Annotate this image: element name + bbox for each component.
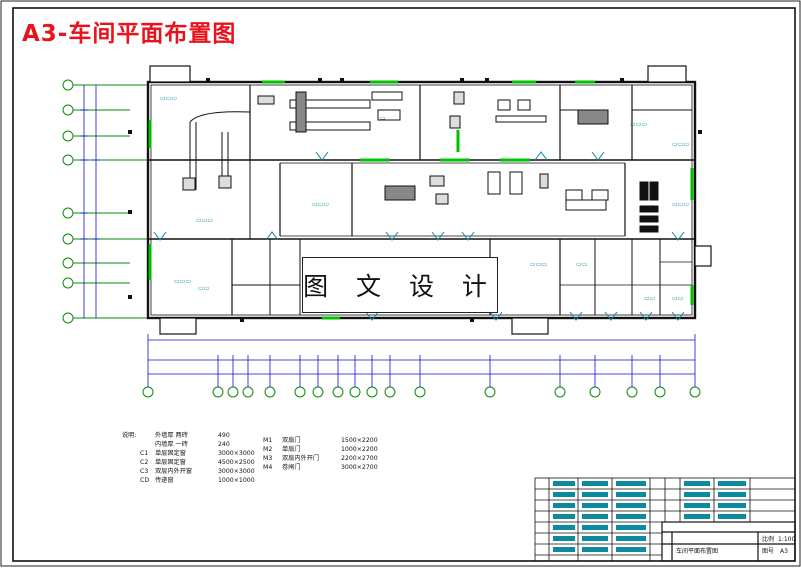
title-block-sheet-value: A3 bbox=[780, 548, 788, 555]
door-row-1-value: 1500×2200 bbox=[341, 437, 378, 444]
title-block-scale-label: 比例 bbox=[762, 535, 774, 543]
wall-windows bbox=[128, 78, 702, 322]
svg-text:▭▭▭: ▭▭▭ bbox=[530, 261, 547, 268]
note-row-5: 双层内外开窗 bbox=[155, 467, 192, 475]
door-row-3-value: 2200×2700 bbox=[341, 455, 378, 462]
title-block-scale-value: 1:100 bbox=[778, 536, 795, 543]
note-row-4-value: 4500×2500 bbox=[218, 459, 255, 466]
note-row-2: 内墙厚 一砖 bbox=[155, 440, 188, 448]
title-block bbox=[661, 521, 796, 562]
note-row-5-code: C3 bbox=[140, 468, 148, 475]
building-walls bbox=[146, 80, 697, 320]
notes-block: 说明: 外墙厚 两砖 490 内墙厚 一砖 240 C1 单层固定窗 3000×… bbox=[122, 431, 378, 484]
notes-heading: 说明: bbox=[122, 431, 136, 439]
note-row-6-value: 1000×1000 bbox=[218, 477, 255, 484]
sheet-inner-border bbox=[12, 7, 796, 562]
door-row-4-code: M4 bbox=[263, 464, 272, 471]
note-row-3: 单层固定窗 bbox=[155, 449, 186, 457]
equipment-list-cells bbox=[553, 481, 746, 552]
note-row-4: 单层固定窗 bbox=[155, 458, 186, 466]
note-row-5-value: 3000×3000 bbox=[218, 468, 255, 475]
svg-text:▭▭▭: ▭▭▭ bbox=[672, 141, 689, 148]
note-row-6-code: CD bbox=[140, 477, 149, 484]
drawing-title: A3-车间平面布置图 bbox=[22, 21, 237, 47]
door-row-3: 双扇内外开门 bbox=[282, 454, 319, 462]
note-row-4-code: C2 bbox=[140, 459, 148, 466]
title-block-drawing-name: 车间平面布置图 bbox=[676, 547, 718, 555]
door-openings bbox=[148, 80, 694, 320]
door-row-4: 卷闸门 bbox=[282, 463, 301, 471]
door-row-1: 双扇门 bbox=[282, 436, 301, 444]
svg-text:▭▭: ▭▭ bbox=[198, 285, 209, 292]
door-row-2-code: M2 bbox=[263, 446, 272, 453]
equipment-list-table bbox=[534, 477, 796, 562]
svg-text:▭▭: ▭▭ bbox=[576, 261, 587, 268]
watermark-stamp: 图 文 设 计 bbox=[302, 257, 498, 313]
svg-text:▭▭▭: ▭▭▭ bbox=[312, 201, 329, 208]
svg-text:▭▭▭: ▭▭▭ bbox=[174, 278, 191, 285]
note-row-3-value: 3000×3000 bbox=[218, 450, 255, 457]
svg-text:▭▭▭: ▭▭▭ bbox=[160, 95, 177, 102]
left-axis-markers bbox=[62, 79, 148, 324]
note-row-6: 传递窗 bbox=[155, 476, 174, 484]
left-dimension-lines bbox=[80, 85, 100, 318]
svg-text:▭: ▭ bbox=[380, 115, 386, 122]
title-block-text: 车间平面布置图 比例 1:100 图号 A3 bbox=[676, 535, 795, 555]
note-row-1-value: 490 bbox=[218, 432, 230, 439]
door-row-2-value: 1000×2200 bbox=[341, 446, 378, 453]
door-swings bbox=[153, 151, 685, 321]
title-block-sheet-label: 图号 bbox=[762, 548, 774, 555]
note-row-3-code: C1 bbox=[140, 450, 148, 457]
svg-text:▭▭: ▭▭ bbox=[672, 295, 683, 302]
process-equipment bbox=[182, 91, 659, 233]
door-row-3-code: M3 bbox=[263, 455, 272, 462]
note-row-1: 外墙厚 两砖 bbox=[155, 431, 188, 439]
bottom-dimension-lines bbox=[147, 334, 696, 387]
door-row-2: 单扇门 bbox=[282, 445, 301, 453]
note-row-2-value: 240 bbox=[218, 441, 230, 448]
svg-text:▭▭▭: ▭▭▭ bbox=[630, 121, 647, 128]
door-row-4-value: 3000×2700 bbox=[341, 464, 378, 471]
door-row-1-code: M1 bbox=[263, 437, 272, 444]
svg-text:▭▭▭: ▭▭▭ bbox=[196, 217, 213, 224]
svg-text:▭▭: ▭▭ bbox=[644, 295, 655, 302]
bottom-axis-markers bbox=[142, 386, 701, 398]
entrances bbox=[149, 65, 712, 335]
svg-text:▭▭▭: ▭▭▭ bbox=[672, 201, 689, 208]
